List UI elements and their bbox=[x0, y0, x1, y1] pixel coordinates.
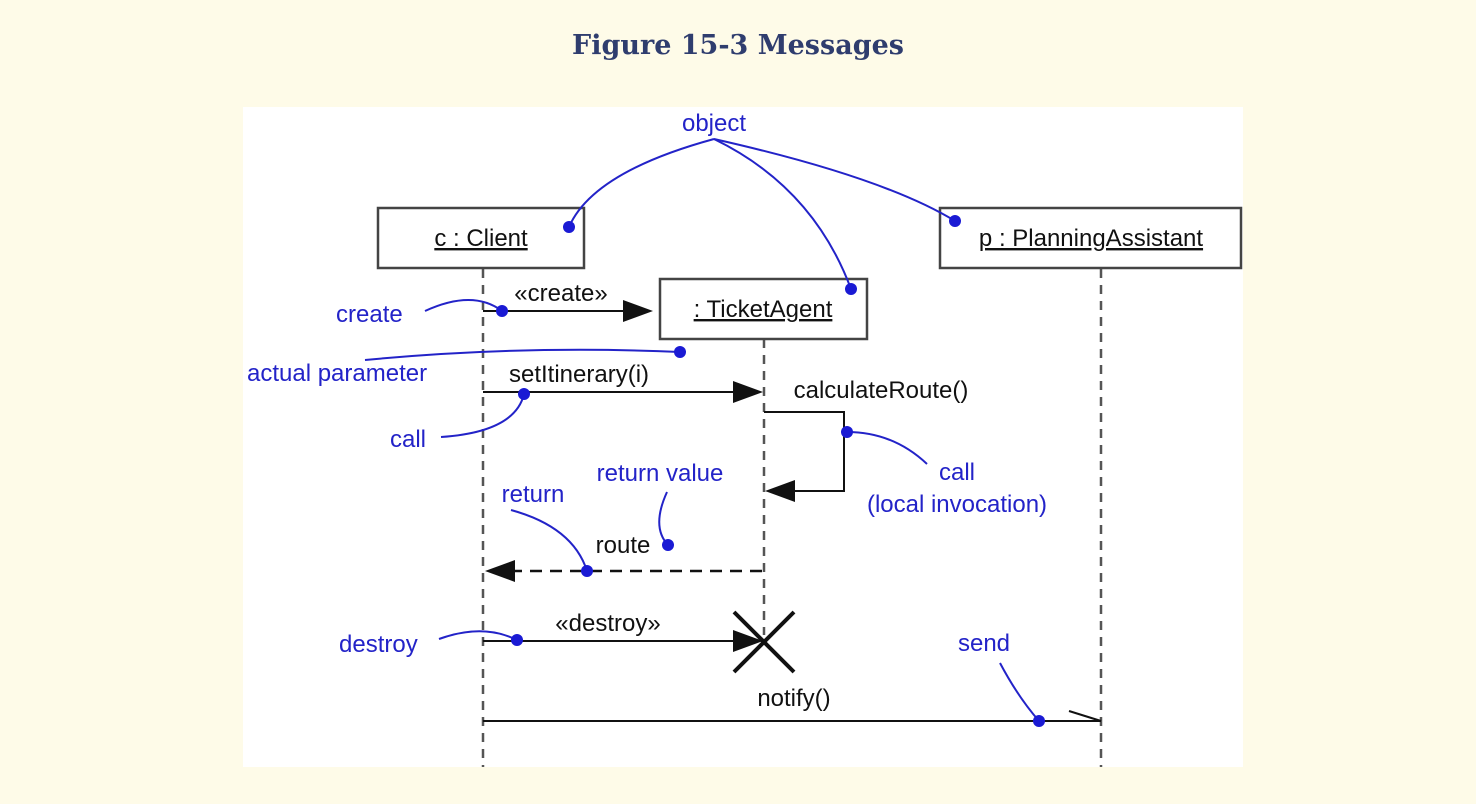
setitinerary-label: setItinerary(i) bbox=[509, 361, 649, 388]
destroy-arrowhead bbox=[733, 630, 763, 652]
create-message-label: «create» bbox=[514, 280, 607, 307]
annotation-call: call bbox=[390, 388, 530, 453]
route-arrowhead bbox=[485, 560, 515, 582]
annotation-destroy: destroy bbox=[339, 630, 523, 658]
annotation-create: create bbox=[336, 299, 508, 328]
destruction-mark bbox=[732, 610, 796, 674]
destroy-label: «destroy» bbox=[555, 610, 660, 637]
planningassistant-object-label: p : PlanningAssistant bbox=[979, 225, 1203, 252]
annotation-object: object bbox=[563, 110, 961, 295]
annotation-return: return bbox=[502, 481, 593, 577]
annotation-actual-parameter-label: actual parameter bbox=[247, 360, 427, 387]
notify-label: notify() bbox=[757, 685, 830, 712]
annotation-return-label: return bbox=[502, 481, 565, 508]
annotation-destroy-label: destroy bbox=[339, 631, 418, 658]
calculateroute-label: calculateRoute() bbox=[794, 377, 969, 404]
annotation-local-invocation-label: (local invocation) bbox=[867, 491, 1047, 518]
annotation-return-value: return value bbox=[597, 460, 724, 551]
route-return-message: route bbox=[485, 532, 762, 582]
planningassistant-object: p : PlanningAssistant bbox=[938, 206, 1243, 270]
annotation-object-label: object bbox=[682, 110, 746, 137]
annotation-create-label: create bbox=[336, 301, 403, 328]
client-object-label: c : Client bbox=[434, 225, 528, 252]
annotation-call-label: call bbox=[390, 426, 426, 453]
create-message: «create» bbox=[483, 280, 653, 322]
route-label: route bbox=[596, 532, 651, 559]
sequence-diagram: c : Client : TicketAgent p : PlanningAss… bbox=[243, 107, 1243, 767]
annotation-return-value-label: return value bbox=[597, 460, 724, 487]
create-arrowhead bbox=[623, 300, 653, 322]
calculateroute-message: calculateRoute() bbox=[764, 377, 968, 502]
ticketagent-object: : TicketAgent bbox=[658, 277, 869, 341]
calculateroute-arrowhead bbox=[765, 480, 795, 502]
destroy-message: «destroy» bbox=[483, 610, 763, 652]
figure-title: Figure 15-3 Messages bbox=[572, 30, 904, 61]
client-object: c : Client bbox=[376, 206, 586, 270]
annotation-actual-parameter: actual parameter bbox=[247, 346, 686, 387]
notify-message: notify() bbox=[483, 685, 1102, 722]
annotation-local-call: call (local invocation) bbox=[841, 426, 1047, 518]
annotation-local-call-label: call bbox=[939, 459, 975, 486]
annotation-send: send bbox=[958, 630, 1045, 727]
ticketagent-object-label: : TicketAgent bbox=[694, 296, 833, 323]
setitinerary-arrowhead bbox=[733, 381, 763, 403]
diagram-canvas: c : Client : TicketAgent p : PlanningAss… bbox=[247, 110, 1243, 767]
annotation-send-label: send bbox=[958, 630, 1010, 657]
